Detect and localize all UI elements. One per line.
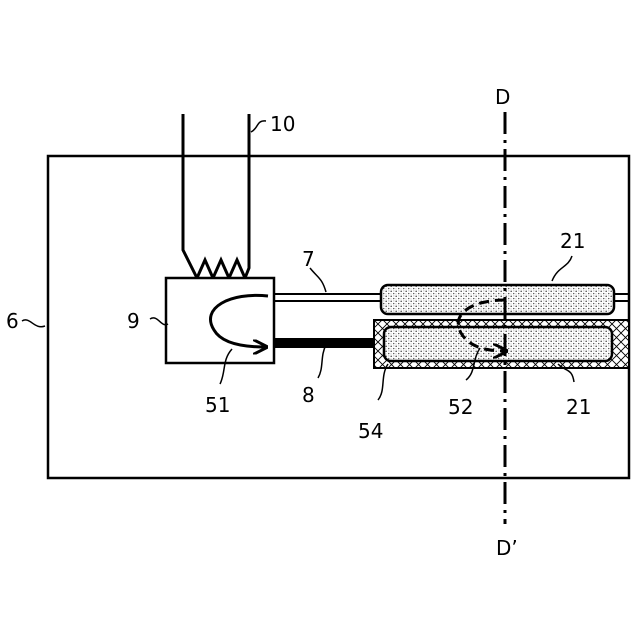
lead-wires-10 xyxy=(183,114,249,278)
element-21-lower xyxy=(384,327,612,361)
label-d-prime: D’ xyxy=(496,536,518,560)
label-51: 51 xyxy=(205,393,230,417)
label-7: 7 xyxy=(302,247,315,271)
label-54: 54 xyxy=(358,419,383,443)
label-21-lower: 21 xyxy=(566,395,591,419)
label-8: 8 xyxy=(302,383,315,407)
label-d: D xyxy=(495,85,510,109)
label-10: 10 xyxy=(270,112,295,136)
label-52: 52 xyxy=(448,395,473,419)
label-9: 9 xyxy=(127,309,140,333)
label-6: 6 xyxy=(6,309,19,333)
unit-box-9 xyxy=(166,278,274,363)
label-21-upper: 21 xyxy=(560,229,585,253)
